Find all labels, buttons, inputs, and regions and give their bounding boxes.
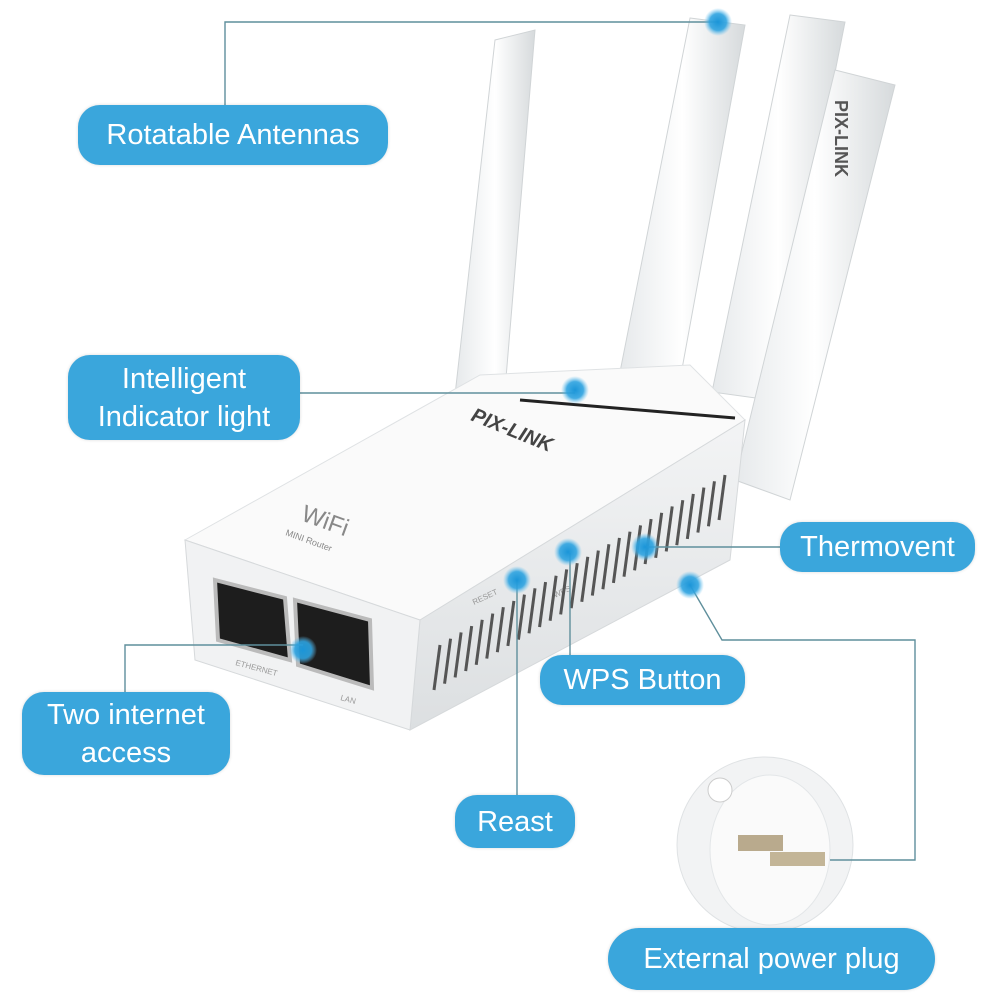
label-internet-access: Two internet access bbox=[22, 692, 230, 775]
vent-slot bbox=[569, 562, 579, 609]
antennas: PIX-LINK bbox=[454, 14, 896, 501]
vent-slot bbox=[717, 474, 727, 521]
vent-slot bbox=[685, 493, 695, 540]
vent-slot bbox=[464, 625, 474, 672]
vent-slot bbox=[432, 644, 442, 691]
vent-slot bbox=[538, 581, 548, 628]
vent-slot bbox=[622, 531, 632, 577]
power-plug-illustration bbox=[676, 756, 854, 934]
vent-slot bbox=[675, 499, 685, 546]
vent-slot bbox=[474, 619, 484, 666]
vent-slot bbox=[485, 613, 495, 659]
vent-slot bbox=[696, 487, 706, 533]
label-line: access bbox=[80, 736, 172, 769]
vent-slot bbox=[516, 594, 526, 640]
vent-slot bbox=[611, 537, 621, 584]
port-label: LAN bbox=[339, 693, 357, 706]
label-wps-button: WPS Button bbox=[540, 655, 745, 705]
callout-dots bbox=[289, 8, 732, 664]
label-external-power-plug: External power plug bbox=[608, 928, 935, 990]
vent-slot bbox=[527, 588, 537, 634]
label-line: Two internet bbox=[47, 698, 205, 731]
label-indicator-light: Intelligent Indicator light bbox=[68, 355, 300, 440]
leader-lines bbox=[124, 21, 916, 861]
thermovent-slots bbox=[432, 474, 727, 691]
vent-slot bbox=[495, 607, 505, 653]
vent-slot bbox=[580, 556, 590, 603]
vent-slot bbox=[559, 569, 569, 615]
vent-slot bbox=[443, 638, 453, 684]
vent-slot bbox=[548, 575, 558, 621]
label-rotatable-antennas: Rotatable Antennas bbox=[78, 105, 388, 165]
vent-slot bbox=[664, 506, 674, 552]
label-reset: Reast bbox=[455, 795, 575, 848]
antenna-brand-text: PIX-LINK bbox=[831, 100, 851, 177]
vent-slot bbox=[601, 544, 611, 590]
label-line: Intelligent bbox=[121, 362, 247, 395]
vent-slot bbox=[706, 481, 716, 527]
router-body: PIX-LINK WiFi MINI Router ETHERNET LAN R… bbox=[183, 364, 746, 731]
vent-slot bbox=[590, 550, 600, 596]
vent-slot bbox=[453, 632, 463, 678]
label-thermovent: Thermovent bbox=[780, 522, 975, 572]
ethernet-port-1 bbox=[212, 577, 293, 663]
label-line: Indicator light bbox=[97, 400, 271, 433]
vent-slot bbox=[506, 600, 516, 647]
